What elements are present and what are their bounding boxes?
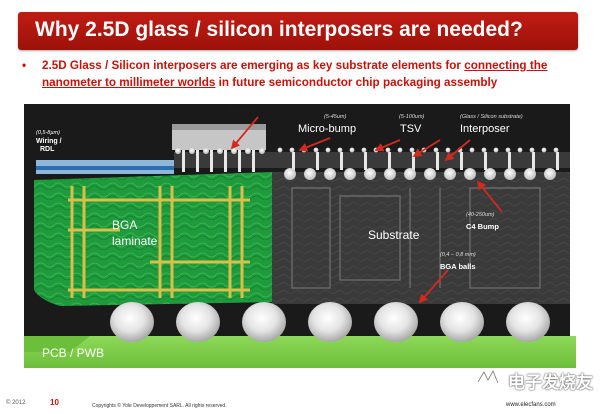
tsv-label: TSV <box>400 123 422 135</box>
transistor-label: Transistor <box>263 104 312 116</box>
wiring-label-line2: RDL <box>40 146 55 153</box>
bullet-underlined-phrase: connecting the nanometer to millimeter w… <box>42 59 548 89</box>
bga-ball-row <box>110 302 550 342</box>
bga-laminate-label-line1: BGA <box>112 218 138 232</box>
page-number: 10 <box>50 398 59 407</box>
transistor-size-label: (12-28nm) <box>229 108 255 114</box>
bga-laminate-label-line2: laminate <box>112 234 158 248</box>
bga-laminate-region <box>34 172 272 306</box>
title-bar: Why 2.5D glass / silicon interposers are… <box>18 12 578 50</box>
micro-bump-size-label: (5-45um) <box>324 114 347 120</box>
bullet-text: 2.5D Glass / Silicon interposers are eme… <box>42 57 587 91</box>
substrate-traces <box>291 187 541 289</box>
c4-bump-size-label: (40-250um) <box>466 212 495 218</box>
bullet-text-part1: 2.5D Glass / Silicon interposers are eme… <box>42 59 465 72</box>
micro-bump-label: Micro-bump <box>298 123 357 135</box>
slide-title: Why 2.5D glass / silicon interposers are… <box>35 18 523 41</box>
pcb-layer <box>24 336 576 368</box>
laminate-vias <box>68 186 250 298</box>
pcb-label: PCB / PWB <box>42 346 105 360</box>
tsv-size-label: (5-100um) <box>399 114 425 120</box>
watermark-logo-icon <box>476 368 500 384</box>
watermark: 电子发烧友 <box>476 368 598 393</box>
bullet-text-part2: in future semiconductor chip packaging a… <box>215 76 498 89</box>
callout-arrows <box>230 116 503 304</box>
wiring-label-line1: Wiring / <box>36 138 62 145</box>
footer-year: © 2012 <box>6 400 26 406</box>
substrate-label: Substrate <box>368 228 420 242</box>
interposer-layer <box>174 152 570 168</box>
watermark-url: www.elecfans.com <box>506 402 556 408</box>
c4-bump-row <box>284 168 556 180</box>
bullet-marker: • <box>22 59 27 72</box>
bga-balls-size-label: (0,4 – 0,8 mm) <box>440 252 476 258</box>
interposer-size-label: (Glass / Silicon substrate) <box>460 114 523 120</box>
tsv-columns <box>182 150 559 172</box>
bga-balls-label: BGA balls <box>440 262 476 271</box>
c4-bump-label: C4 Bump <box>466 222 499 231</box>
interposer-label: Interposer <box>460 123 510 135</box>
micro-bump-row <box>175 147 559 154</box>
wiring-size-label: (0,5-8µm) <box>36 130 60 136</box>
watermark-cn-text: 电子发烧友 <box>508 373 593 393</box>
substrate-region <box>272 172 570 304</box>
footer-copyright: Copyrights © Yole Developpement SARL. Al… <box>92 403 227 409</box>
